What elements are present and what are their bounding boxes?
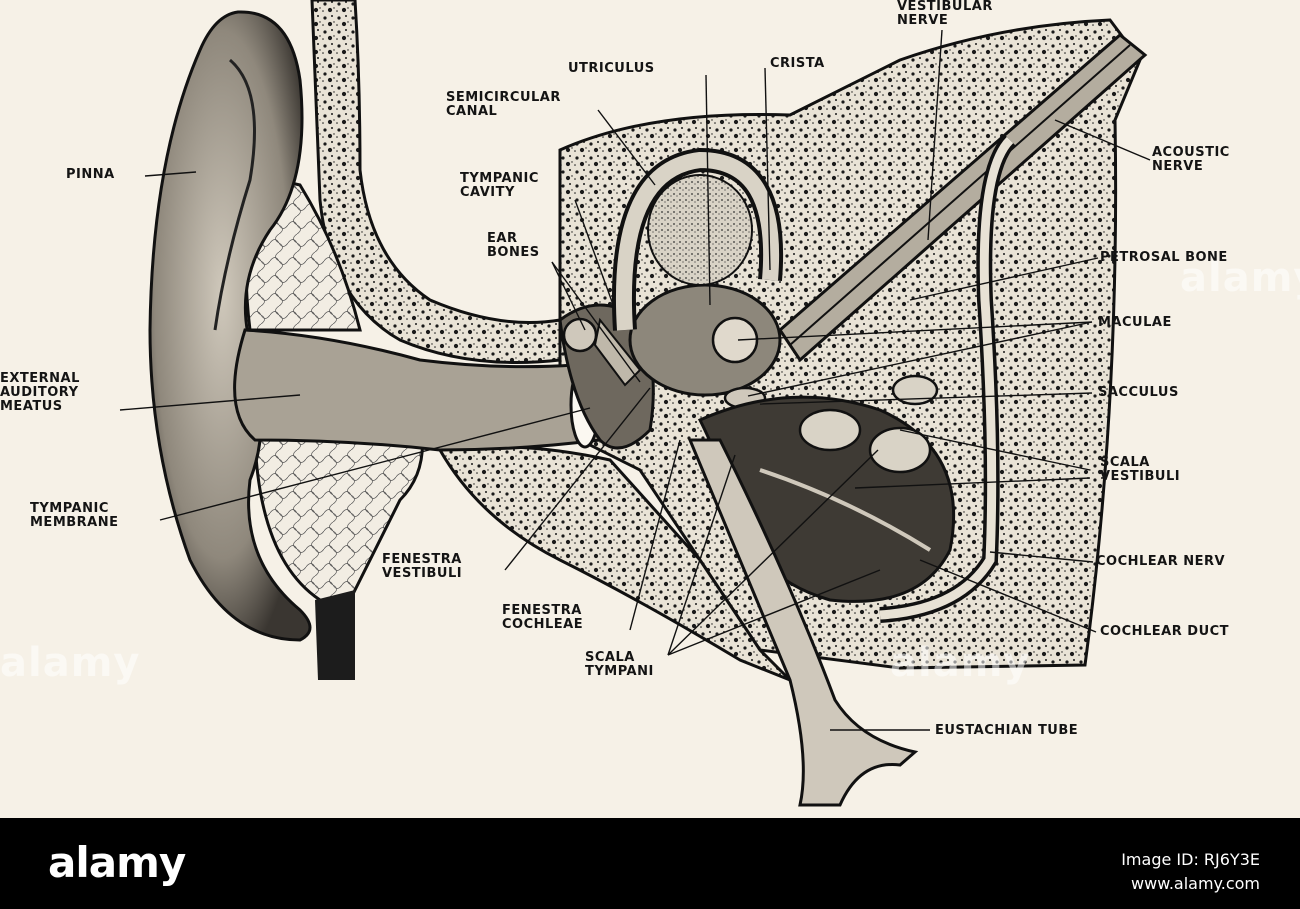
leader-cochlear-duct [919, 559, 1097, 633]
leader-cochlear-nerve [989, 551, 1094, 563]
label-external-auditory-meatus: EXTERNAL AUDITORY MEATUS [0, 371, 80, 414]
external-auditory-canal [233, 328, 603, 452]
label-eustachian-tube: EUSTACHIAN TUBE [935, 723, 1079, 738]
footer-bar [0, 818, 1300, 909]
leader-semicircular-canal [597, 109, 656, 186]
leader-scala-vestibuli-a [899, 429, 1091, 471]
cochlea-turn-3 [891, 374, 939, 406]
leader-utriculus [705, 74, 711, 306]
leader-scala-tympani-a [667, 454, 736, 656]
eustachian-tube-shape [687, 438, 919, 807]
label-fenestra-vestibuli: FENESTRA VESTIBULI [382, 552, 463, 581]
image-id-text: Image ID: RJ6Y3E [1121, 850, 1260, 869]
alamy-logo[interactable]: alamy [48, 838, 186, 887]
leader-fenestra-vestibuli [504, 387, 651, 571]
label-tympanic-membrane: TYMPANIC MEMBRANE [30, 501, 119, 530]
image-id-block: Image ID: RJ6Y3E www.alamy.com [1121, 848, 1260, 896]
label-cochlear-nerve: COCHLEAR NERV [1096, 554, 1226, 569]
leader-ear-bones-a [551, 261, 586, 331]
label-petrosal-bone: PETROSAL BONE [1100, 250, 1228, 265]
leader-acoustic-nerve [1054, 119, 1151, 161]
label-crista: CRISTA [770, 56, 825, 71]
cochlear-duct-line [759, 468, 932, 552]
leader-scala-tympani-b [667, 449, 879, 656]
temporal-bone-upper [310, 0, 562, 364]
leader-scala-tympani-c [667, 569, 881, 656]
site-url-link[interactable]: www.alamy.com [1131, 874, 1260, 893]
label-scala-vestibuli: SCALA VESTIBULI [1100, 455, 1181, 484]
leader-maculae-a [737, 321, 1093, 341]
leader-ear-bones-b [551, 261, 641, 383]
ossicle-malleus [562, 317, 598, 353]
utriculus-macula [711, 316, 759, 364]
watermark-right: alamy [1180, 255, 1300, 301]
label-ear-bones: EAR BONES [487, 231, 540, 260]
cochlea-turn-1 [798, 408, 862, 452]
neck-stub [315, 590, 355, 680]
leader-tympanic-membrane [159, 407, 591, 521]
leader-crista [764, 67, 771, 271]
leader-lines [119, 29, 1151, 731]
label-vestibular-nerve: VESTIBULAR NERVE [897, 0, 993, 28]
leader-scala-vestibuli-b [854, 477, 1091, 489]
label-sacculus: SACCULUS [1098, 385, 1179, 400]
pinna-shape [148, 10, 312, 642]
label-tympanic-cavity: TYMPANIC CAVITY [460, 171, 539, 200]
ear-anatomy-diagram: VESTIBULAR NERVE UTRICULUS CRISTA SEMICI… [0, 0, 1300, 818]
label-scala-tympani: SCALA TYMPANI [585, 650, 654, 679]
label-utriculus: UTRICULUS [568, 61, 655, 76]
label-pinna: PINNA [66, 167, 115, 182]
nerve-fiber-line [789, 44, 1131, 346]
canal-enclosed-bone [647, 174, 753, 286]
semicircular-canal-inner [615, 151, 780, 331]
cochlear-nerve-inner [879, 136, 1014, 620]
leader-external-auditory-meatus [119, 394, 301, 411]
pinna-helix-fold [213, 58, 256, 331]
leader-maculae-b [747, 321, 1093, 397]
leader-tympanic-cavity [574, 199, 616, 311]
label-acoustic-nerve: ACOUSTIC NERVE [1152, 145, 1230, 174]
leader-vestibular-nerve [927, 29, 943, 241]
label-cochlear-duct: COCHLEAR DUCT [1100, 624, 1230, 639]
mastoid-cells-lower [253, 418, 424, 602]
leader-fenestra-cochleae [629, 439, 681, 631]
leader-petrosal-bone [909, 257, 1099, 301]
leader-pinna [144, 171, 197, 177]
watermark-bottom: alamy [890, 640, 1031, 686]
label-maculae: MACULAE [1098, 315, 1172, 330]
label-semicircular-canal: SEMICIRCULAR CANAL [446, 90, 561, 119]
label-fenestra-cochleae: FENESTRA COCHLEAE [502, 603, 584, 632]
watermark-left: alamy [0, 640, 141, 686]
leader-sacculus [759, 392, 1093, 405]
cochlea-turn-2 [868, 426, 932, 474]
acoustic-nerve-bundle [778, 33, 1148, 363]
ear-cross-section-drawing [119, 0, 1151, 807]
